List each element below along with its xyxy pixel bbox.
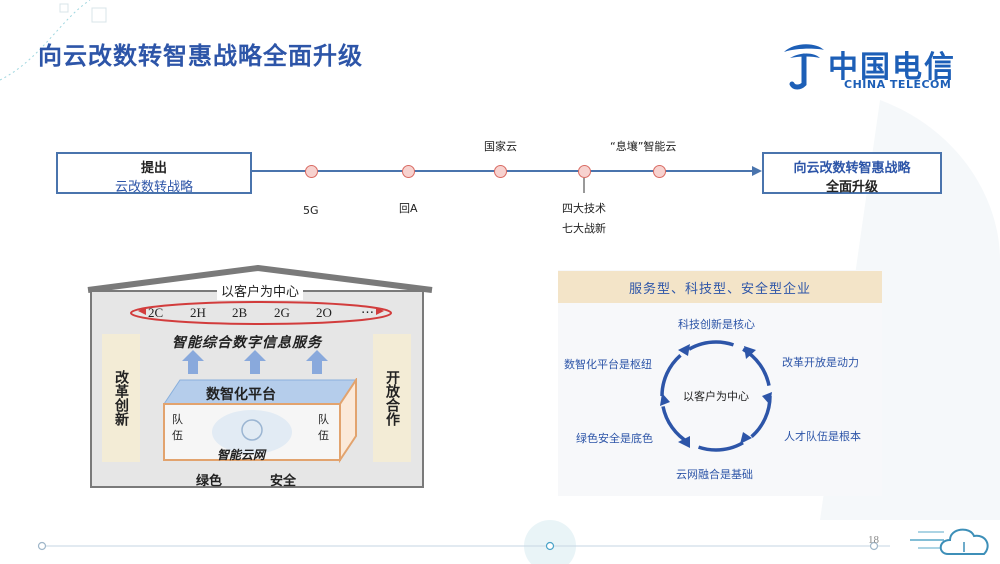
enterprise-cycle <box>660 340 772 452</box>
platform-label: 数智化平台 <box>206 387 276 403</box>
bottom-label-green: 绿色 <box>196 474 223 489</box>
cycle-item-reform: 改革开放是动力 <box>782 356 859 369</box>
timeline-start-subtitle: 云改数转战略 <box>114 180 193 195</box>
timeline-milestone-dot <box>305 165 318 178</box>
cycle-item-innovation: 科技创新是核心 <box>678 318 755 331</box>
cycle-item-platform: 数智化平台是枢纽 <box>564 358 652 371</box>
cycle-center-label: 以客户为中心 <box>683 390 749 403</box>
page-title: 向云改数转智惠战略全面升级 <box>38 42 363 70</box>
customer-ring <box>130 301 392 325</box>
cycle-item-talent: 人才队伍是根本 <box>784 430 861 443</box>
timeline-label-four-tech: 四大技术 <box>562 202 606 215</box>
ring-item-2o: 2O <box>316 305 332 320</box>
timeline-label-5g: 5G <box>303 204 319 217</box>
up-arrow-icon <box>182 350 204 374</box>
service-label: 智能综合数字信息服务 <box>172 335 322 351</box>
enterprise-header: 服务型、科技型、安全型企业 <box>558 271 882 303</box>
timeline-milestone-dot <box>402 165 415 178</box>
cloud-icon <box>910 528 989 555</box>
timeline-line <box>252 166 762 193</box>
telecom-logo-icon <box>784 44 824 90</box>
roof-label: 以客户为中心 <box>217 281 304 300</box>
timeline-start-title: 提出 <box>140 161 167 176</box>
timeline-milestone-dot <box>578 165 591 178</box>
ring-item-2g: 2G <box>274 305 290 320</box>
up-arrow-icon <box>244 350 266 374</box>
timeline-end-subtitle: 全面升级 <box>825 180 878 195</box>
bottom-label-security: 安全 <box>270 474 297 489</box>
network-label: 智能云网 <box>217 448 266 462</box>
up-arrow-icon <box>306 350 328 374</box>
timeline-milestone-dot <box>653 165 666 178</box>
right-column-open: 开放合作 <box>373 334 411 462</box>
cycle-item-green-security: 绿色安全是底色 <box>576 432 653 445</box>
timeline-label-xirang-cloud: “息壤”智能云 <box>610 140 677 153</box>
timeline-label-hui-a: 回A <box>399 202 418 215</box>
china-telecom-logo: 中国电信 CHINA TELECOM <box>780 38 980 98</box>
ring-item-2c: 2C <box>148 305 164 320</box>
ring-item-2b: 2B <box>232 305 248 320</box>
timeline-label-national-cloud: 国家云 <box>484 140 517 153</box>
platform-right-team: 队伍 <box>318 413 329 442</box>
ring-item-2h: 2H <box>190 305 206 320</box>
ring-item-more: … <box>361 302 374 317</box>
cycle-item-network: 云网融合是基础 <box>676 468 753 481</box>
house-roof <box>87 265 433 293</box>
left-column-reform: 改革创新 <box>102 334 140 462</box>
timeline-label-seven-new: 七大战新 <box>562 222 606 235</box>
platform-left-team: 队伍 <box>172 413 183 442</box>
timeline-end-box: 向云改数转智惠战略 全面升级 <box>762 152 942 195</box>
logo-chinese-text: 中国电信 <box>828 50 956 85</box>
timeline-start-box: 提出 云改数转战略 <box>56 152 252 195</box>
logo-english-text: CHINA TELECOM <box>844 78 952 91</box>
page-number: 18 <box>868 534 879 546</box>
timeline-milestone-dot <box>494 165 507 178</box>
enterprise-panel <box>558 270 882 496</box>
platform-box <box>163 378 357 464</box>
timeline-end-title: 向云改数转智惠战略 <box>793 161 911 176</box>
